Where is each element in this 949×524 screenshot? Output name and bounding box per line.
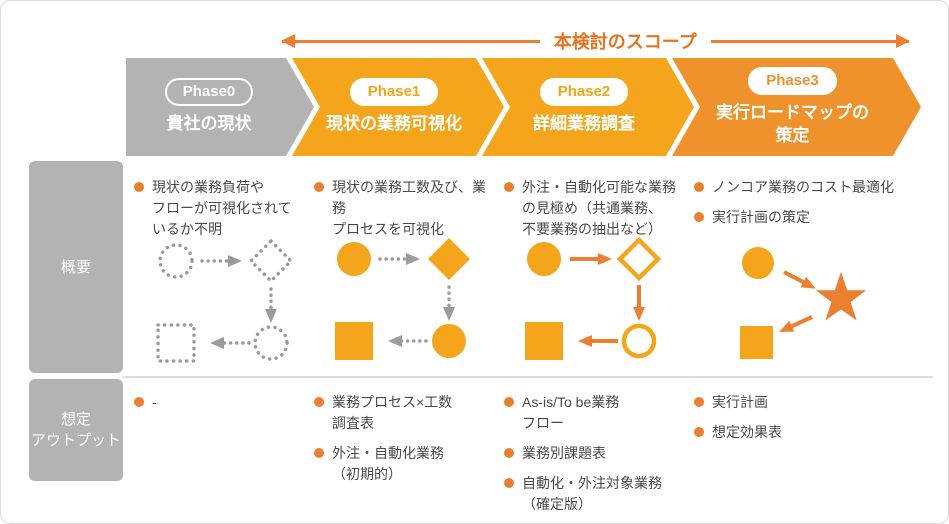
list-item-text: 実行計画 [712,394,768,410]
dotted-diamond-shape [249,239,293,283]
bullet-icon [504,448,514,458]
list-item-text: 業務別課題表 [522,445,606,461]
phase1-overview-list: 現状の業務工数及び、業務 プロセスを可視化 [314,177,496,240]
list-item-text: 業務プロセス×工数 調査表 [332,394,453,431]
bullet-icon [314,448,324,458]
phase2-overview-list: 外注・自動化可能な業務 の見極め（共通業務、 不要業務の抽出など） [504,177,686,240]
list-item: - [134,392,306,413]
list-item: 業務プロセス×工数 調査表 [314,392,496,434]
list-item: 想定効果表 [694,422,929,443]
output-row-label: 想定 アウトプット [29,379,123,481]
dotted-circle-shape [158,243,194,279]
bullet-icon [314,397,324,407]
circle-shape [742,247,774,279]
phase0-pill: Phase0 [165,78,254,106]
list-item-text: - [152,394,157,410]
square-shape [525,322,563,360]
bullet-icon [504,397,514,407]
phase2-flow-diagram [525,236,662,360]
bullet-icon [504,182,514,192]
list-item: 自動化・外注対象業務 （確定版） [504,473,686,515]
circle-shape [337,242,371,276]
scope-arrow: 本検討のスコープ [281,31,911,52]
outlined-diamond-shape [616,236,662,282]
phase0-title: 貴社の現状 [166,114,252,134]
phase0-chevron: Phase0 貴社の現状 [126,58,314,156]
list-item-text: 実行計画の策定 [712,209,810,225]
list-item-text: 自動化・外注対象業務 （確定版） [522,475,662,512]
arrow-down-right-icon [783,270,816,289]
list-item: 外注・自動化業務 （初期的） [314,443,496,485]
list-item: 業務別課題表 [504,443,686,464]
bullet-icon [134,182,144,192]
phase0-flow-diagram [156,239,293,363]
list-item-text: 想定効果表 [712,424,782,440]
star-shape [815,271,867,321]
phase2-chevron: Phase2 詳細業務調査 [482,58,694,156]
list-item: 現状の業務工数及び、業務 プロセスを可視化 [314,177,496,240]
bullet-icon [504,478,514,488]
phase3-chevron: Phase3 実行ロードマップの 策定 [672,58,921,156]
circle-shape [432,324,466,358]
bullet-icon [134,397,144,407]
phase2-output-list: As-is/To be業務 フロー 業務別課題表 自動化・外注対象業務 （確定版… [504,392,686,515]
circle-shape [527,242,561,276]
bullet-icon [694,212,704,222]
list-item-text: 現状の業務工数及び、業務 プロセスを可視化 [332,179,486,237]
list-item-text: 外注・自動化可能な業務 の見極め（共通業務、 不要業務の抽出など） [522,179,676,237]
phase3-flow-diagram [740,247,867,359]
phase1-output-list: 業務プロセス×工数 調査表 外注・自動化業務 （初期的） [314,392,496,485]
bullet-icon [314,182,324,192]
list-item-text: 現状の業務負荷や フローが可視化されて いるか不明 [152,179,292,237]
dotted-circle-shape [253,325,289,361]
phase3-title: 実行ロードマップの 策定 [716,102,869,145]
bullet-icon [694,427,704,437]
phase2-pill: Phase2 [540,78,629,106]
bullet-icon [694,182,704,192]
bullet-icon [694,397,704,407]
phase0-overview-list: 現状の業務負荷や フローが可視化されて いるか不明 [134,177,306,240]
arrow-down-left-icon [779,315,813,332]
scope-arrow-right-line [710,33,911,48]
scope-label: 本検討のスコープ [553,32,697,52]
overview-row-label: 概要 [29,161,123,373]
phase1-title: 現状の業務可視化 [326,114,462,134]
phase3-overview-list: ノンコア業務のコスト最適化 実行計画の策定 [694,177,929,228]
list-item: 実行計画の策定 [694,207,929,228]
phase0-output-list: - [134,392,306,413]
list-item: 現状の業務負荷や フローが可視化されて いるか不明 [134,177,306,240]
square-shape [740,326,773,359]
list-item: 外注・自動化可能な業務 の見極め（共通業務、 不要業務の抽出など） [504,177,686,240]
list-item-text: ノンコア業務のコスト最適化 [712,179,894,195]
outlined-circle-shape [621,323,657,359]
phase1-flow-diagram [335,238,470,360]
phase3-output-list: 実行計画 想定効果表 [694,392,929,443]
list-item: As-is/To be業務 フロー [504,392,686,434]
phase1-pill: Phase1 [350,78,439,106]
square-shape [335,322,373,360]
list-item-text: As-is/To be業務 フロー [522,394,620,431]
phase3-pill: Phase3 [748,67,837,95]
dotted-square-shape [156,323,196,363]
list-item-text: 外注・自動化業務 （初期的） [332,445,444,482]
diamond-shape [428,238,470,280]
list-item: 実行計画 [694,392,929,413]
scope-arrow-left-line [281,33,540,48]
list-item: ノンコア業務のコスト最適化 [694,177,929,198]
phase1-chevron: Phase1 現状の業務可視化 [292,58,504,156]
phase2-title: 詳細業務調査 [533,114,635,134]
row-divider [123,376,933,378]
